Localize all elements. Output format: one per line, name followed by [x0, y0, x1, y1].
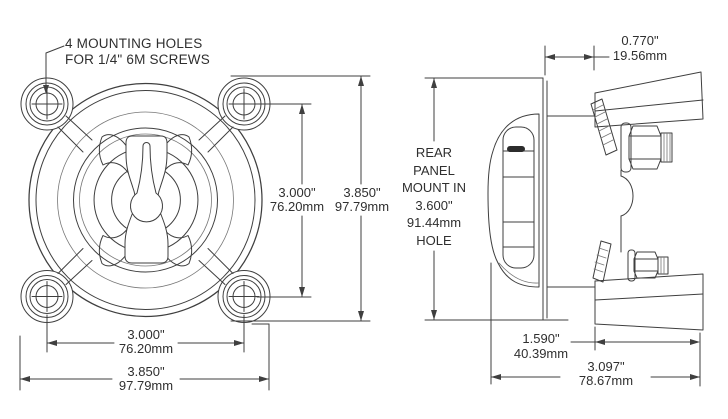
dim-horizontal-hole-spacing: 3.000" 76.20mm — [116, 327, 176, 356]
dim-overall-depth-mm: 78.67mm — [578, 373, 634, 388]
dim-horizontal-overall-inches: 3.850" — [127, 364, 165, 379]
knob-grip-mark — [507, 146, 525, 152]
dim-overall-depth-inches: 3.097" — [587, 359, 625, 374]
mounting-holes-note-line1: 4 MOUNTING HOLES — [65, 36, 203, 51]
dim-flange-depth: 0.770" 19.56mm — [613, 33, 667, 63]
dim-vertical-hole-spacing: 3.000" 76.20mm — [267, 185, 327, 214]
rear-panel-mount-note: REAR PANEL MOUNT IN 3.600" 91.44mm HOLE — [399, 144, 469, 249]
dim-horizontal-overall: 3.850" 97.79mm — [116, 364, 176, 393]
terminal-stud-top — [620, 122, 673, 173]
flange-section-bottom — [592, 240, 612, 283]
dim-flange-depth-mm: 19.56mm — [612, 48, 668, 63]
keyhole-slot — [130, 142, 163, 223]
dim-rear-body-depth-mm: 40.39mm — [513, 346, 569, 361]
rear-panel-note-line4: 3.600" — [415, 197, 453, 213]
dim-overall-depth: 3.097" 78.67mm — [576, 359, 636, 388]
mounting-boss-top-right — [198, 77, 271, 153]
rear-panel-note-line5: 91.44mm — [406, 215, 462, 230]
mounting-boss-top-left — [20, 77, 93, 153]
dim-vertical-overall-mm: 97.79mm — [334, 199, 390, 214]
dim-rear-body-depth: 1.590" 40.39mm — [511, 331, 571, 361]
flange-section-top — [590, 98, 618, 156]
dim-vertical-hole-spacing-mm: 76.20mm — [269, 199, 325, 214]
dimension-linework — [19, 45, 701, 391]
mounting-holes-note: 4 MOUNTING HOLES FOR 1/4" 6M SCREWS — [65, 36, 210, 68]
dim-vertical-hole-spacing-inches: 3.000" — [278, 185, 316, 200]
terminal-stud-bottom — [627, 249, 669, 282]
side-view-linework — [487, 71, 704, 331]
rear-panel-note-line2: PANEL — [413, 162, 455, 178]
side-knob-profile — [487, 113, 540, 288]
dim-vertical-overall: 3.850" 97.79mm — [332, 185, 392, 214]
dim-vertical-overall-inches: 3.850" — [343, 185, 381, 200]
front-view-linework — [20, 77, 271, 323]
dim-flange-depth-inches: 0.770" — [621, 33, 659, 48]
mounting-holes-note-line2: FOR 1/4" 6M SCREWS — [65, 52, 210, 67]
dim-horizontal-overall-mm: 97.79mm — [118, 378, 174, 393]
rear-panel-note-line3: MOUNT IN — [401, 180, 467, 195]
rear-panel-note-line6: HOLE — [416, 232, 452, 248]
dim-horizontal-hole-spacing-inches: 3.000" — [127, 327, 165, 342]
rear-panel-note-line1: REAR — [415, 145, 453, 160]
dim-rear-body-depth-inches: 1.590" — [522, 331, 560, 346]
dim-horizontal-hole-spacing-mm: 76.20mm — [118, 341, 174, 356]
